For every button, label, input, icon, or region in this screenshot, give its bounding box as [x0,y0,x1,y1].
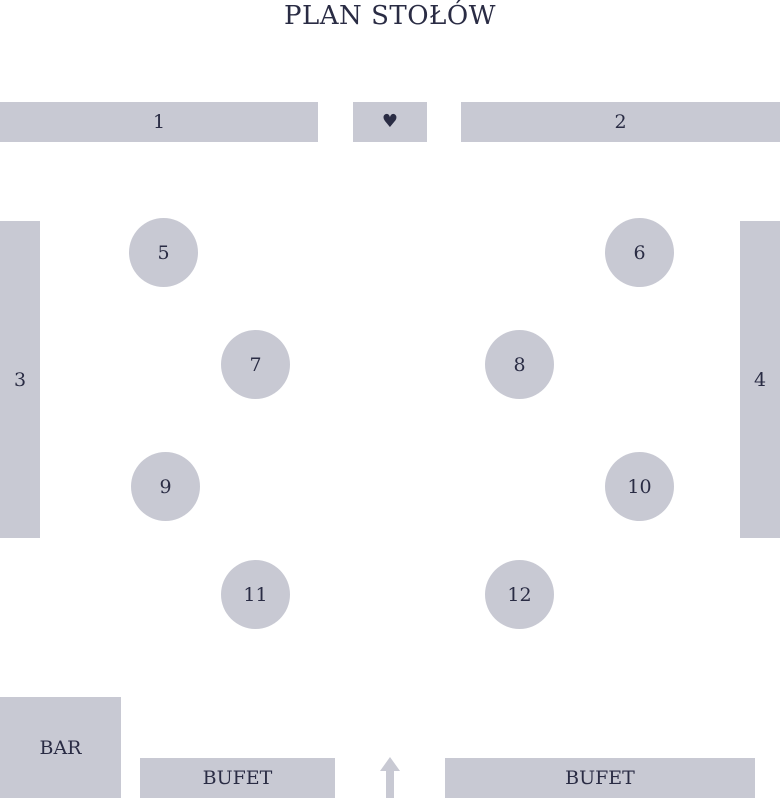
table-2[interactable]: 2 [461,102,780,142]
table-3[interactable]: 3 [0,221,40,538]
table-4[interactable]: 4 [740,221,780,538]
buffet-right[interactable]: BUFET [445,758,755,798]
table-5-label: 5 [157,241,170,264]
table-5[interactable]: 5 [129,218,198,287]
head-table[interactable]: ♥ [353,102,427,142]
table-2-label: 2 [614,111,627,133]
buffet-right-label: BUFET [565,767,635,789]
buffet-left[interactable]: BUFET [140,758,335,798]
table-3-label: 3 [13,368,27,391]
table-6-label: 6 [633,241,646,264]
table-4-label: 4 [753,368,767,391]
table-12-label: 12 [507,583,532,606]
buffet-left-label: BUFET [202,767,273,789]
bar-area[interactable]: BAR [0,697,121,798]
table-12[interactable]: 12 [485,560,554,629]
table-10-label: 10 [627,475,652,498]
table-9[interactable]: 9 [131,452,200,521]
table-10[interactable]: 10 [605,452,674,521]
up-arrow-icon [380,757,400,798]
heart-icon: ♥ [381,111,399,132]
table-9-label: 9 [159,475,172,498]
table-1[interactable]: 1 [0,102,318,142]
table-8[interactable]: 8 [485,330,554,399]
table-7-label: 7 [249,353,262,376]
table-11-label: 11 [243,583,268,606]
table-1-label: 1 [152,111,166,133]
plan-title: PLAN STOŁÓW [284,1,496,31]
table-7[interactable]: 7 [221,330,290,399]
table-6[interactable]: 6 [605,218,674,287]
table-11[interactable]: 11 [221,560,290,629]
bar-label: BAR [39,736,82,759]
table-8-label: 8 [513,353,526,376]
